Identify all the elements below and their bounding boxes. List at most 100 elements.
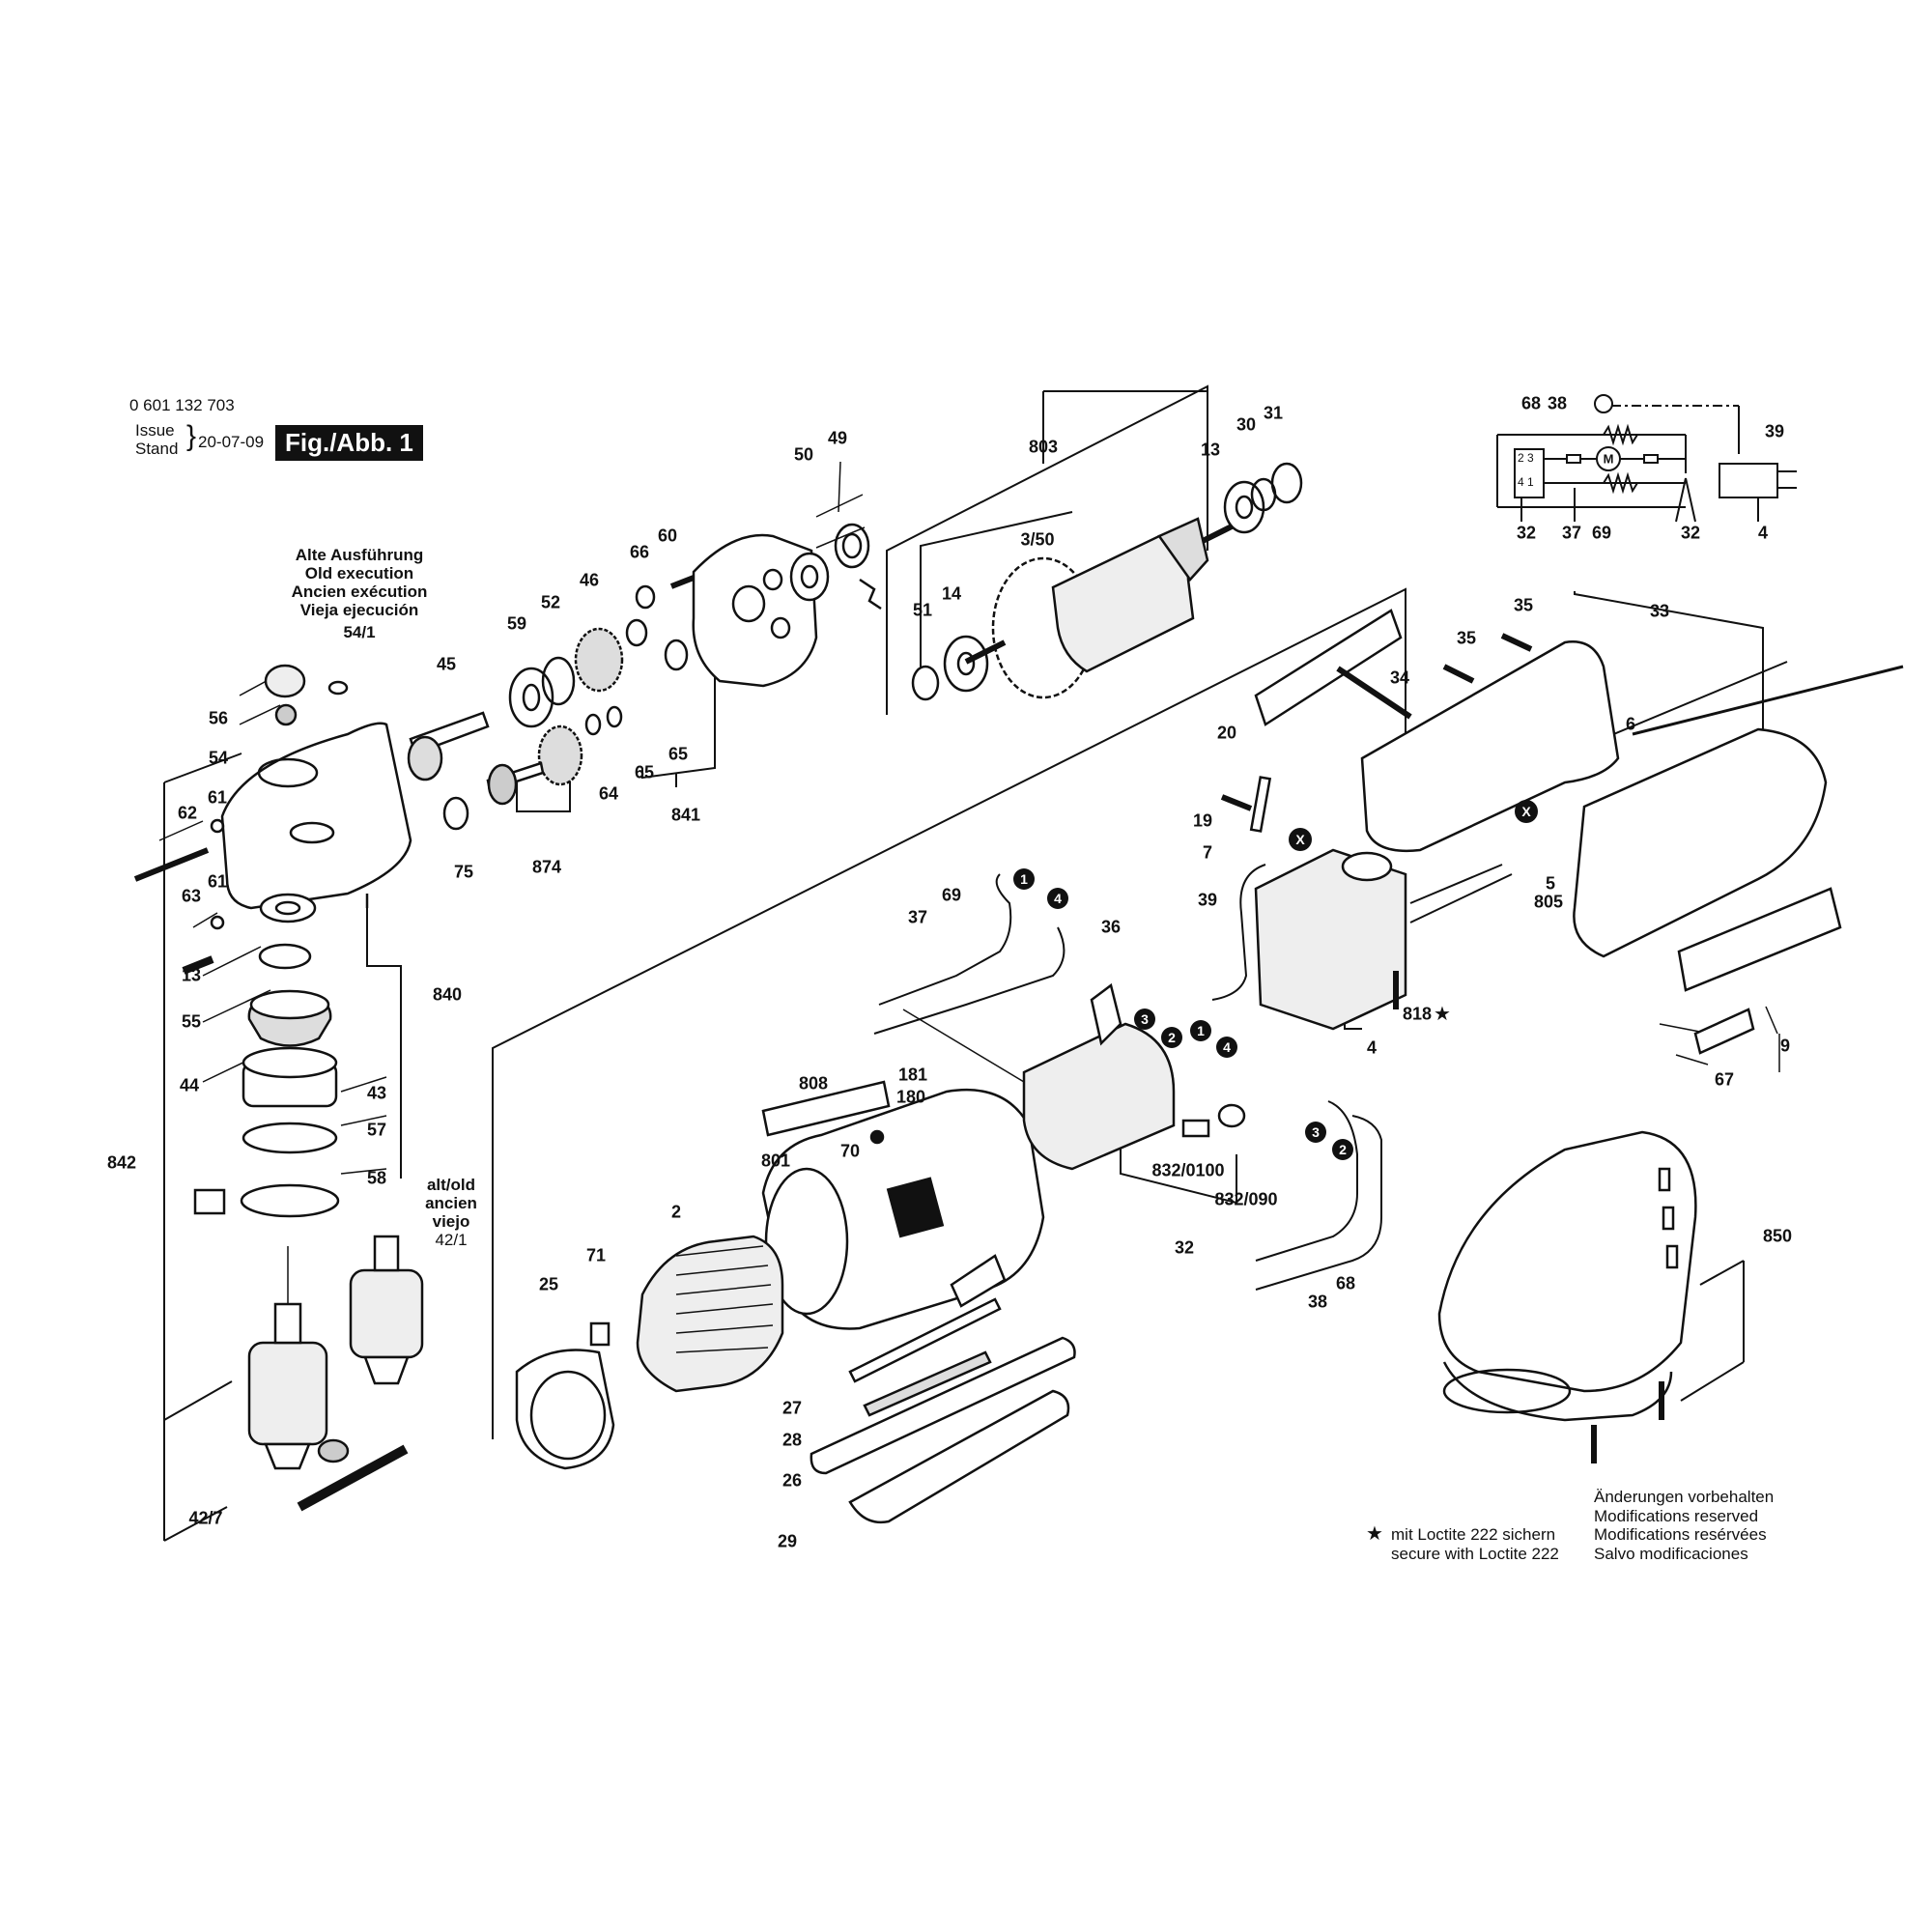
callout-7: 7: [1202, 842, 1213, 863]
gear-874: [537, 724, 583, 786]
alt-old-line: viejo: [432, 1212, 470, 1232]
washer-64b: [606, 705, 623, 728]
part-28: [863, 1350, 992, 1417]
bearing-50: [789, 552, 830, 602]
drill-chucks: [247, 1235, 424, 1512]
flange-841-bore-b: [762, 568, 783, 591]
callout-32: 32: [1516, 523, 1537, 543]
callout-26: 26: [781, 1470, 803, 1491]
callout-67: 67: [1714, 1069, 1735, 1090]
callout-803: 803: [1028, 437, 1059, 457]
callout-805: 805: [1533, 892, 1564, 912]
sleeve-43-top: [242, 1046, 338, 1079]
bracket-842-mid: [163, 1380, 233, 1421]
callout-55: 55: [181, 1011, 202, 1032]
leader-line: [1765, 1006, 1778, 1035]
callout-71: 71: [585, 1245, 607, 1265]
nut-54: [274, 703, 298, 726]
callout-20: 20: [1216, 723, 1237, 743]
callout-180: 180: [895, 1087, 926, 1107]
callout-4: 4: [1366, 1037, 1378, 1058]
wiring-schematic: [1496, 394, 1797, 523]
wire-link: [902, 1009, 1025, 1083]
marker-2b: [1332, 1139, 1353, 1160]
schematic-leader: [1675, 477, 1687, 523]
callout-5: 5: [1545, 873, 1556, 894]
brush-36: [1090, 982, 1122, 1046]
wire-805: [1409, 864, 1513, 923]
bracket-33: [1574, 591, 1764, 744]
commutator: [1157, 517, 1209, 582]
schematic-resistor-b: [1603, 471, 1638, 495]
head-internals: [193, 893, 340, 1333]
bracket-850-a: [1699, 1260, 1745, 1286]
star-icon: ★: [1434, 1004, 1451, 1025]
bearing-flange: [692, 523, 882, 688]
schematic-motor-label: M: [1603, 451, 1614, 467]
leader-line: [815, 526, 866, 549]
armature-shaft-end: [1201, 524, 1234, 544]
chuck-collar: [273, 1302, 302, 1345]
schematic-leader: [1685, 477, 1696, 523]
cover-body: [1437, 1130, 1697, 1393]
chuck-key-head: [317, 1438, 350, 1463]
callout-65: 65: [634, 762, 655, 782]
handle-29: [848, 1389, 1070, 1524]
callout-58: 58: [366, 1168, 387, 1188]
markers: [1013, 800, 1538, 1160]
bearing-13b-inner: [274, 900, 301, 916]
leader-line: [340, 1076, 387, 1093]
callout-39: 39: [1764, 421, 1785, 441]
bracket-874: [516, 763, 571, 812]
callout-35: 35: [1456, 628, 1477, 648]
motor-housing: [515, 1080, 1045, 1470]
leader-line: [340, 1168, 387, 1175]
handle-parts: [1211, 609, 1904, 1055]
callout-69: 69: [941, 885, 962, 905]
washer-61b: [210, 915, 225, 930]
ring-57: [242, 1122, 338, 1154]
callout-43: 43: [366, 1083, 387, 1103]
screw-35a: [1500, 633, 1533, 652]
schematic-resistor-a: [1603, 423, 1638, 446]
label-9: [1677, 887, 1842, 992]
spring-832-090: [1217, 1103, 1246, 1128]
leader-line: [202, 946, 262, 977]
callout-62: 62: [177, 803, 198, 823]
gear-housing: [133, 664, 412, 975]
callout-60: 60: [657, 526, 678, 546]
callout-37: 37: [907, 907, 928, 927]
schematic-switch-block: [1514, 448, 1545, 498]
gear-housing-body: [220, 722, 412, 910]
callout-808: 808: [798, 1073, 829, 1094]
marker-1a: [1013, 868, 1035, 890]
brush-holder: [1022, 1022, 1176, 1171]
alt-old-part: 42/1: [435, 1231, 468, 1250]
gear-housing-slot: [289, 821, 335, 844]
callout-14: 14: [941, 583, 962, 604]
chuck-key-42-7: [297, 1444, 409, 1512]
label-801: [886, 1177, 945, 1238]
old-execution-line: Vieja ejecución: [299, 601, 419, 620]
callout-38: 38: [1307, 1292, 1328, 1312]
schematic-terminal: 4 1: [1518, 475, 1534, 489]
bearing-14: [943, 635, 989, 693]
cap-56: [264, 664, 306, 698]
callout-70: 70: [839, 1141, 861, 1161]
part-number: 0 601 132 703: [129, 396, 235, 414]
callout-850: 850: [1762, 1226, 1793, 1246]
gear-train: [407, 575, 696, 831]
callout-29: 29: [777, 1531, 798, 1551]
ground-icon: [1594, 394, 1613, 413]
marker-label: 4: [1223, 1039, 1231, 1055]
marker-4b: [1216, 1037, 1237, 1058]
washer-54-1: [327, 680, 349, 696]
callout-36: 36: [1100, 917, 1122, 937]
callout-33: 33: [1649, 601, 1670, 621]
leader-line: [158, 820, 204, 841]
callout-54: 54: [208, 748, 229, 768]
callout-64: 64: [598, 783, 619, 804]
modifications-line: Salvo modificaciones: [1594, 1544, 1748, 1563]
clip-old: [193, 1188, 226, 1215]
